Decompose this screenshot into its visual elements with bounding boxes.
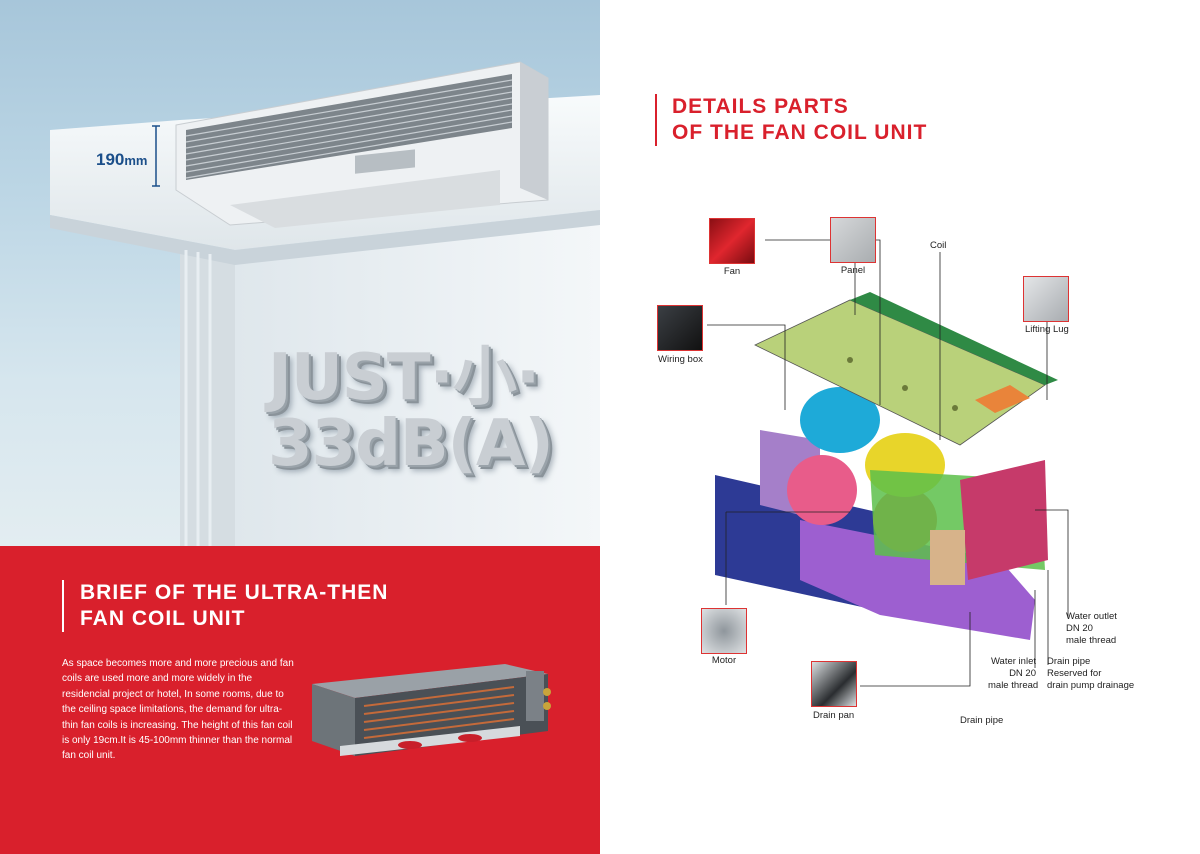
label-wiring-box: Wiring box	[658, 354, 703, 365]
brief-title-line-2: FAN COIL UNIT	[80, 607, 246, 630]
motor-thumbnail	[701, 608, 747, 654]
hero-image: 190mm JUST·小· 33dB(A)	[0, 0, 600, 546]
details-title-line-1: DETAILS PARTS	[672, 95, 849, 118]
brief-title-line-1: BRIEF OF THE ULTRA-THEN	[80, 581, 389, 604]
label-coil: Coil	[930, 240, 947, 251]
fan-wheel-pink	[787, 455, 857, 525]
lifting-lug-thumbnail	[1023, 276, 1069, 322]
noise-slogan: JUST·小· 33dB(A)	[268, 341, 554, 481]
slogan-line-2: 33dB(A)	[268, 407, 554, 481]
brief-title: BRIEF OF THE ULTRA-THEN FAN COIL UNIT	[62, 580, 388, 632]
label-fan: Fan	[723, 266, 741, 277]
label-lifting-lug: Lifting Lug	[1025, 324, 1069, 335]
left-page: 190mm JUST·小· 33dB(A)	[0, 0, 600, 854]
label-panel: Panel	[840, 265, 866, 276]
details-title: DETAILS PARTS OF THE FAN COIL UNIT	[655, 94, 927, 146]
drain-pan-thumbnail	[811, 661, 857, 707]
panel-thumbnail	[830, 217, 876, 263]
height-dimension-label: 190mm	[96, 150, 148, 169]
label-motor: Motor	[711, 655, 737, 666]
wiring-box-thumbnail	[657, 305, 703, 351]
label-drain-pan: Drain pan	[813, 710, 855, 721]
label-water-inlet: Water inlet DN 20 male thread	[988, 656, 1039, 691]
label-drain-pipe: Drain pipe	[960, 715, 1004, 726]
slogan-line-1: JUST·小·	[268, 341, 540, 415]
fan-housing-blue	[800, 387, 880, 453]
fan-coil-product-image	[312, 664, 551, 756]
label-drain-pipe-reserved: Drain pipe Reserved for drain pump drain…	[1047, 656, 1135, 691]
label-water-outlet: Water outlet DN 20 male thread	[1066, 611, 1117, 646]
hero-illustration	[50, 61, 600, 546]
fan-thumbnail	[709, 218, 755, 264]
brief-section: BRIEF OF THE ULTRA-THEN FAN COIL UNIT As…	[0, 546, 600, 854]
drain-pan-part	[800, 520, 1035, 640]
brief-description: As space becomes more and more precious …	[62, 658, 294, 762]
details-title-line-2: OF THE FAN COIL UNIT	[672, 121, 928, 144]
